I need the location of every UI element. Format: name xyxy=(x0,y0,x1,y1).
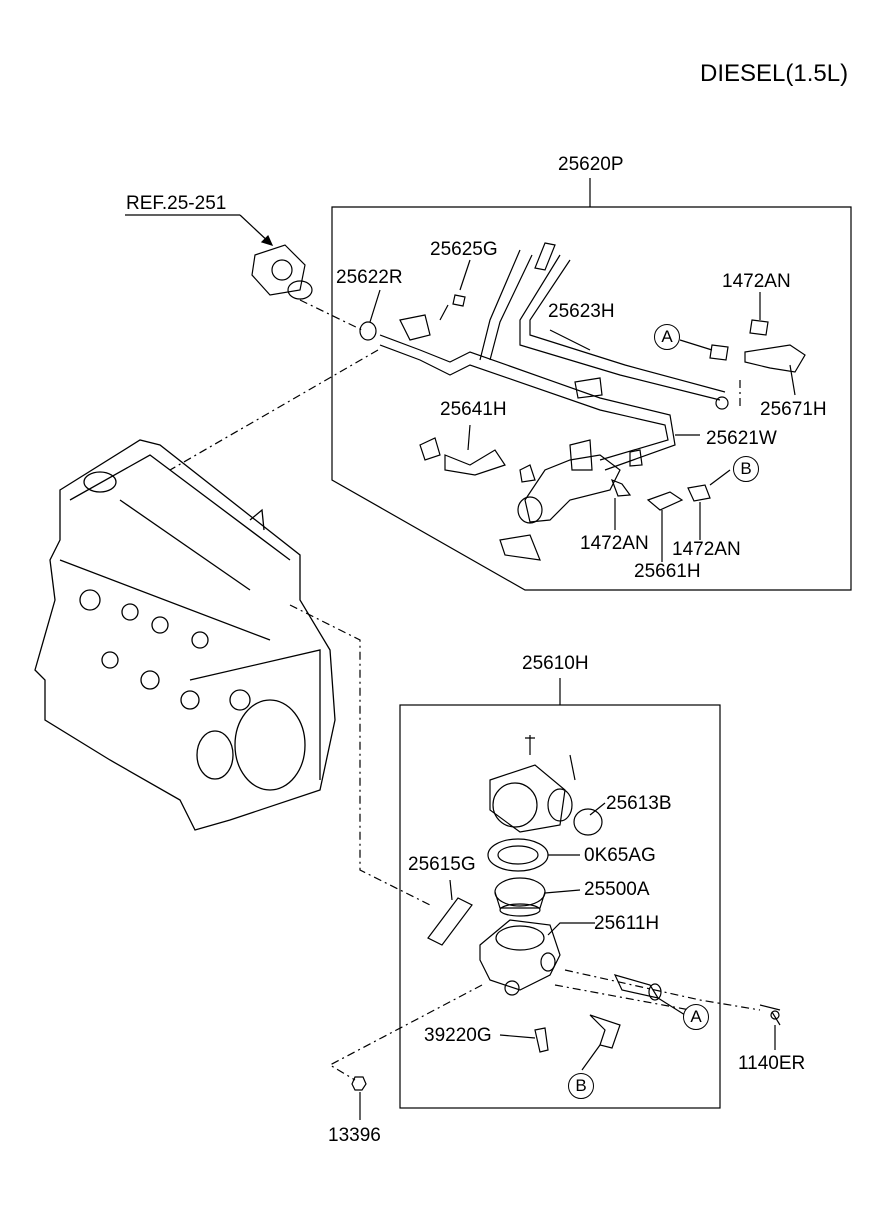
hose-25661H xyxy=(610,478,711,511)
bolt-25625G xyxy=(439,294,466,321)
part-25671H: 25671H xyxy=(760,399,827,420)
part-39220G: 39220G xyxy=(424,1025,492,1046)
hose-25671H xyxy=(709,319,806,373)
part-25661H: 25661H xyxy=(634,561,701,582)
gasket-0K65AG xyxy=(487,838,549,872)
sensor-39220G xyxy=(534,1027,549,1053)
thermostat-25500A xyxy=(494,877,546,917)
ref-water-outlet xyxy=(251,244,313,300)
part-25641H: 25641H xyxy=(440,399,507,420)
part-25622R: 25622R xyxy=(336,267,403,288)
part-0K65AG: 0K65AG xyxy=(584,845,656,866)
assembly-25610H: 25610H xyxy=(522,653,589,674)
housing-25611H xyxy=(479,919,561,996)
oring-25622R xyxy=(359,321,377,341)
marker-A-upper: A xyxy=(654,324,680,350)
part-25611H: 25611H xyxy=(594,913,660,934)
assembly-25620P: 25620P xyxy=(558,154,624,175)
bolt-1140ER xyxy=(759,1004,781,1026)
part-1472AN-left: 1472AN xyxy=(580,533,649,554)
pipe-B-lower xyxy=(589,1014,621,1049)
hose-25641H xyxy=(419,437,536,483)
thermostat-housing-25613B xyxy=(489,735,603,836)
pipe-A-lower xyxy=(613,974,662,1001)
nut-13396 xyxy=(351,1076,367,1091)
pipe-25621W xyxy=(379,242,729,471)
part-1140ER: 1140ER xyxy=(738,1053,806,1074)
diagram-title: DIESEL(1.5L) xyxy=(700,60,849,87)
part-13396: 13396 xyxy=(328,1125,381,1146)
ref-label: REF.25-251 xyxy=(126,193,227,214)
gasket-25615G xyxy=(427,897,473,946)
part-25621W: 25621W xyxy=(706,428,777,449)
marker-B-lower: B xyxy=(568,1073,594,1099)
marker-B-upper: B xyxy=(733,456,759,482)
part-1472AN-right: 1472AN xyxy=(672,539,741,560)
part-25625G: 25625G xyxy=(430,239,498,260)
engine-block xyxy=(34,439,336,831)
part-1472AN-top: 1472AN xyxy=(722,271,791,292)
upper-group-box xyxy=(331,206,852,591)
part-25500A: 25500A xyxy=(584,879,650,900)
part-25615G: 25615G xyxy=(408,854,476,875)
marker-A-lower: A xyxy=(683,1004,709,1030)
part-25623H: 25623H xyxy=(548,301,615,322)
lower-group-box xyxy=(399,704,721,1109)
part-25613B: 25613B xyxy=(606,793,672,814)
pipe-outlet xyxy=(499,439,643,561)
